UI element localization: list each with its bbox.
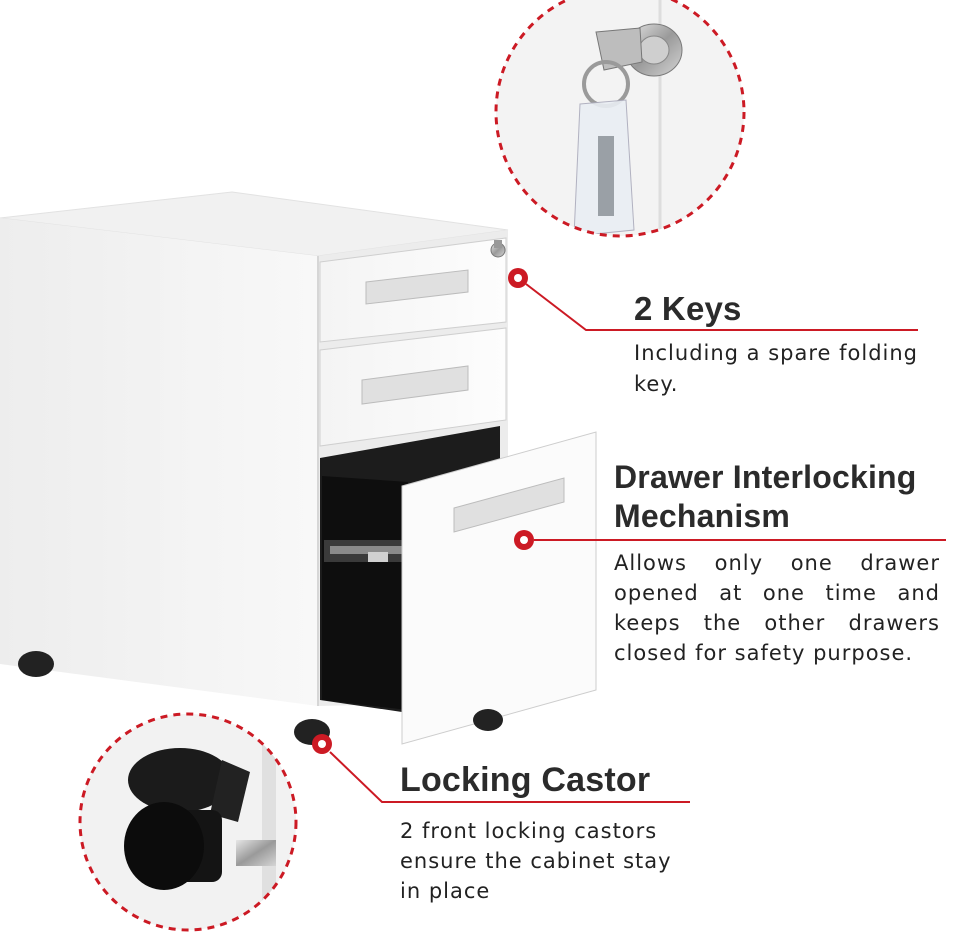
cabinet	[0, 191, 597, 745]
lock-icon	[490, 240, 506, 258]
feature-castor: Locking Castor 2 front locking castors e…	[400, 760, 700, 906]
drawer-bottom-open	[320, 426, 597, 745]
callout-keys	[508, 268, 918, 331]
feature-keys: 2 Keys Including a spare folding key.	[634, 290, 934, 400]
feature-interlock: Drawer Interlocking Mechanism Allows onl…	[614, 458, 950, 668]
feature-keys-description: Including a spare folding key.	[634, 341, 919, 396]
feature-castor-title: Locking Castor	[400, 761, 651, 799]
callout-interlock	[514, 530, 946, 550]
feature-interlock-title-line2: Mechanism	[614, 498, 791, 534]
feature-interlock-description: Allows only one drawer opened at one tim…	[614, 551, 940, 665]
castor-zoom-circle	[78, 712, 298, 932]
feature-castor-description: 2 front locking castors ensure the cabin…	[400, 819, 672, 903]
feature-interlock-title: Drawer Interlocking Mechanism	[614, 458, 950, 536]
keys-zoom-circle	[494, 0, 746, 238]
drawer-top	[319, 237, 507, 343]
feature-keys-title: 2 Keys	[634, 290, 742, 327]
castor-wheels	[18, 651, 503, 745]
feature-interlock-title-line1: Drawer Interlocking	[614, 459, 917, 495]
drawer-middle	[319, 327, 507, 447]
callout-castor	[312, 734, 690, 803]
